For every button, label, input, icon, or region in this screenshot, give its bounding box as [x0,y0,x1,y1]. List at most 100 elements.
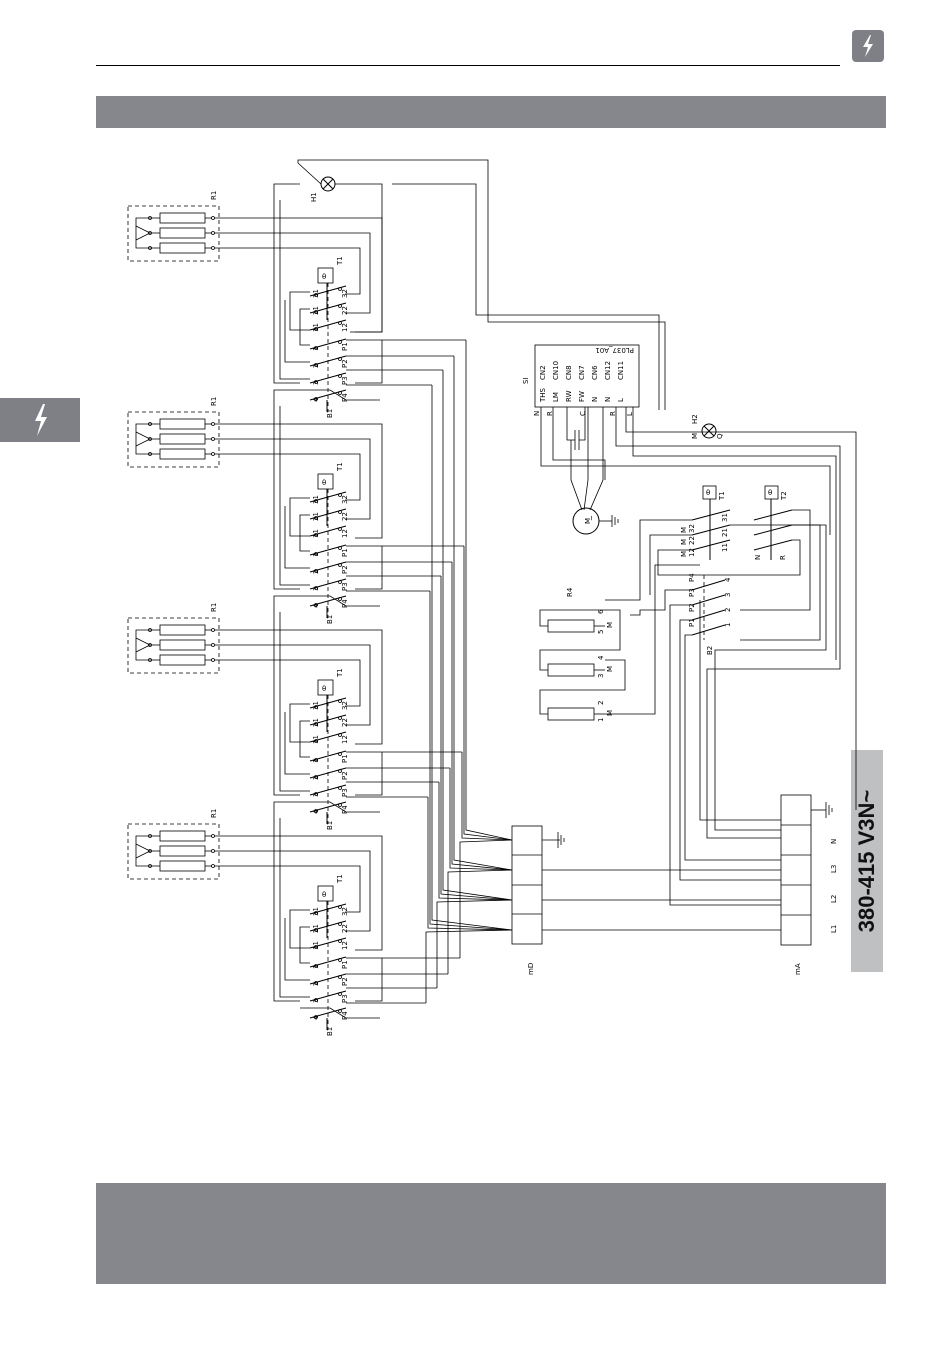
controller-connector-label: CN2 [539,365,547,380]
resistor-r1-label: R1 [210,603,218,612]
section-title-bar [96,96,886,128]
lamp-h2-pin-m: M [691,433,699,439]
terminal-block-md: mD [511,825,565,975]
b1-contact-right: 22 [341,512,349,521]
lamp-h2-label: H2 [691,414,699,424]
b1-contact-right: P2 [341,565,349,574]
thermostat-t1: θT1 [317,874,344,902]
rsw-label-22: 22 [688,536,696,545]
switch-b1-label: B1 [326,1027,334,1036]
controller-port-label: RW [565,390,573,402]
controller-si: SI PL037_A01 THSCN2LMCN10RWCN8FWCN7NCN6N… [522,344,857,839]
b1-contact-left: 4 [312,1015,320,1020]
b2-p1: P1 [688,618,696,627]
b2-contact-3: 3 [724,593,732,597]
b1-contact-left: 11 [312,941,320,950]
lightning-bolt-icon [863,35,873,57]
thermostat-t1-label: T1 [336,462,344,472]
controller-port-label: L [617,398,625,402]
controller-pin-label: R [546,411,554,416]
thermostat-symbol: θ [322,479,326,487]
b1-contact-left: 31 [312,701,320,710]
resistor-r1: R1 [127,603,220,674]
rsw-label-12: 12 [688,548,696,557]
b1-contact-left: 3 [312,999,320,1003]
b1-contact-right: P3 [341,582,349,591]
b1-contact-left: 2 [312,364,320,368]
b1-contact-right: 22 [341,718,349,727]
b2-p2: P2 [688,603,696,612]
b1-contact-right: P3 [341,376,349,385]
b1-contact-left: 1 [312,347,320,351]
thermo-t2-label: T2 [780,491,788,501]
b1-contact-left: 11 [312,529,320,538]
resistor-r1: R1 [127,191,220,262]
md-fan-wires [425,340,513,1003]
resistor-r1-label: R1 [210,191,218,200]
thermostat-symbol: θ [322,273,326,281]
rsw-pin-r: R [779,555,787,560]
terminal-md-label: mD [527,963,535,975]
b1-contact-left: 31 [312,495,320,504]
b1-contact-right: 12 [341,941,349,950]
b1-contact-left: 31 [312,289,320,298]
right-thermostats: θ T1 θ T2 32 22 12 31 21 11 M M M N R [605,485,827,831]
controller-pin-label: L [626,412,634,416]
b1-contact-right: P3 [341,994,349,1003]
controller-connector-label: CN11 [617,361,625,380]
rsw-label-21: 21 [721,528,729,537]
thermo-t1-symbol: θ [706,489,710,497]
r4-contact-5: 5 [597,630,605,634]
b1-contact-left: 31 [312,907,320,916]
feed-wire [392,183,660,410]
lamp-h2-pin-q: Q [716,433,724,439]
b1-contact-right: 32 [341,907,349,916]
b2-contact-4: 4 [724,577,732,582]
ma-l3-label: L3 [830,865,838,873]
terminal-ma-label: mA [794,963,802,975]
b1-contact-right: 22 [341,924,349,933]
rsw-label-11: 11 [721,543,729,552]
lamp-h2: H2 M Q [691,414,724,439]
thermostat-symbol: θ [322,891,326,899]
controller-pin-label: R [609,411,617,416]
b1-contact-right: P4 [341,393,349,402]
resistor-r1-label: R1 [210,397,218,406]
b1-contact-left: 1 [312,553,320,557]
motor-label: M [584,518,592,524]
r4-contact-4: 4 [597,655,605,660]
b1-contact-left: 21 [312,718,320,727]
thermostat-t1: θ T1 [317,462,344,490]
rsw-pin-m1: M [680,527,688,533]
b1-contact-left: 4 [312,397,320,402]
terminal-block-ma: N L3 L2 L1 mA [542,794,838,975]
controller-connector-label: CN12 [604,361,612,380]
ma-n-label: N [830,839,838,844]
header-section-badge [852,30,884,62]
rsw-pin-n: N [754,555,762,560]
lamp-h1-label: H1 [310,192,318,202]
thermostat-t1: θ T1 [317,256,344,284]
controller-connector-label: CN10 [552,361,560,380]
thermostat-t1-label: T1 [336,256,344,266]
b1-contact-left: 1 [312,965,320,969]
controller-port-label: FW [578,391,586,402]
controller-name: SI [522,377,530,384]
resistor-r1: R1 [127,809,220,880]
b1-contact-left: 3 [312,793,320,797]
b1-contact-right: P1 [341,548,349,557]
b1-contact-right: P2 [341,359,349,368]
b1-contact-left: 11 [312,323,320,332]
b1-contact-right: P1 [341,342,349,351]
b1-contact-left: 4 [312,809,320,814]
b1-contact-right: P1 [341,960,349,969]
b2-contact-1: 1 [724,623,732,627]
switch-b1-label: B1 [326,615,334,624]
b1-contact-right: 12 [341,735,349,744]
